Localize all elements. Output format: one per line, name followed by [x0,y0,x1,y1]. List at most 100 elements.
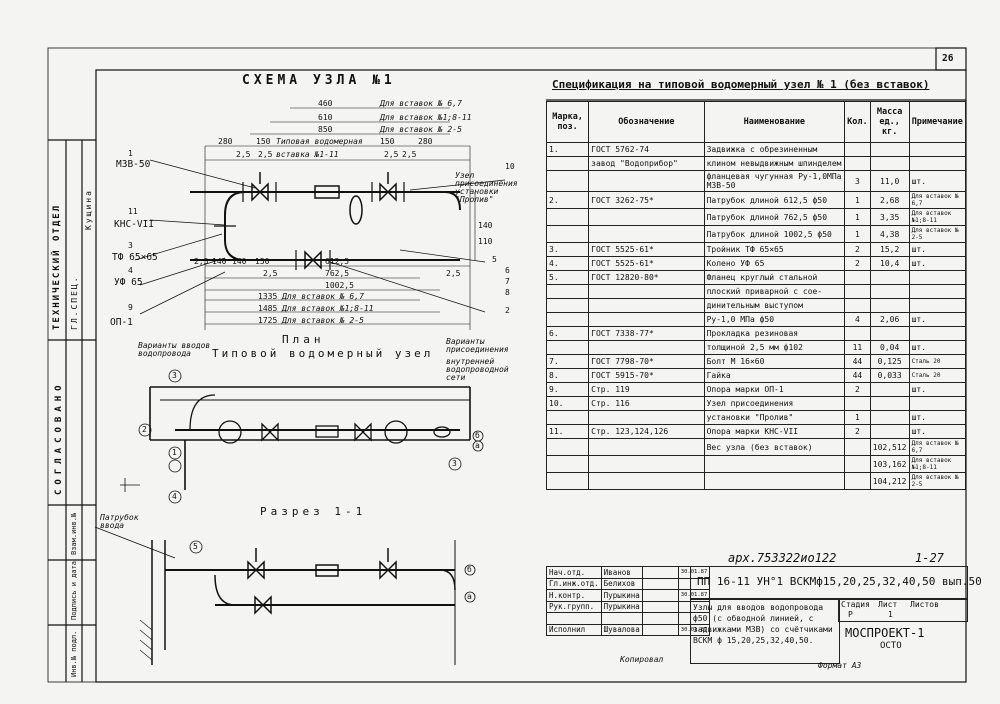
spec-row: динительным выступом [545,298,967,313]
spec-cell [869,142,910,157]
spec-cell [844,270,871,285]
spec-cell [908,284,967,299]
spec-cell [545,438,590,456]
spec-cell [588,312,705,327]
plan-marker-b: б [475,431,480,440]
spec-cell: ГОСТ 5525-61* [588,242,705,257]
spec-cell [545,472,590,490]
stamp-cell [641,600,679,613]
label-proliv: Узел присоединения установки "Пролив" [455,171,518,204]
spec-cell: 5. [545,270,590,285]
spec-cell: 0,04 [869,340,910,355]
spec-header-note: Примечание [908,101,967,143]
bd-1: 2,5 [194,257,209,266]
stamp-cell [641,612,679,625]
spec-cell: 103,162 [869,455,910,473]
right-num-5: 5 [492,255,497,264]
spec-cell: завод "Водоприбор" [588,156,705,171]
dim-top-3: 850 [318,125,333,134]
spec-cell [588,340,705,355]
spec-cell: плоский приварной с сое- [703,284,846,299]
sheet-value: 1 [888,610,893,619]
spec-cell [588,208,705,226]
stamp-cell [677,600,711,613]
bd-5: 612,5 [325,257,350,266]
plan-left-note: Варианты вводов водопровода [138,341,211,358]
scheme-title: СХЕМА УЗЛА №1 [242,73,396,88]
side-inv-orig: Инв.№ подл. [70,630,78,677]
stamp-cell [641,577,679,590]
spec-cell [588,298,705,313]
copied-label: Копировал [620,655,664,664]
spec-cell: 0,033 [869,368,910,383]
spec-cell [545,410,590,425]
label-num-10: 10 [505,162,515,171]
dim-top-1: 460 [318,99,333,108]
spec-cell: 2 [844,424,871,439]
spec-cell [908,298,967,313]
label-uf: УФ 65 [114,277,143,288]
spec-cell: 44 [844,368,871,383]
bd-4: 150 [255,257,270,266]
label-num-4: 4 [128,266,133,275]
spec-cell: 10,4 [869,256,910,271]
spec-cell [588,225,705,243]
spec-cell: 1 [844,191,871,209]
spec-cell [908,156,967,171]
spec-cell: 8. [545,368,590,383]
spec-cell: 0,125 [869,354,910,369]
spec-cell: шт. [908,340,967,355]
insert-label-1: Типовая водомерная [276,137,363,146]
spec-header-mark: Марка, поз. [545,101,590,143]
bd-3: 140 [232,257,247,266]
spec-cell: шт. [908,382,967,397]
spec-header-row: Марка, поз. Обозначение Наименование Кол… [545,101,967,143]
stamp-cell [677,612,711,625]
spec-cell: 2 [844,242,871,257]
spec-cell: Гайка [703,368,846,383]
spec-cell [844,284,871,299]
spec-cell: Для вставок №1;8-11 [908,208,967,226]
spec-cell [908,326,967,341]
small-dim-3: 2,5 [384,150,399,159]
insert-label-2: вставка №1-11 [276,150,339,159]
spec-cell: Сталь 20 [908,354,967,369]
stamp-cell [641,623,679,636]
plan-marker-1: 1 [172,448,177,457]
section-title: Разрез 1-1 [260,505,367,518]
spec-row: плоский приварной с сое- [545,284,967,299]
plan-marker-a: а [475,441,480,450]
stamp-cell [641,566,679,579]
spec-cell [844,156,871,171]
spec-cell: Вес узла (без вставок) [703,438,846,456]
side-gl-spec: ГЛ.СПЕЦ. [70,275,79,330]
spec-cell: 11,0 [869,170,910,192]
plan-marker-4: 4 [172,492,177,501]
outer-border [47,47,967,683]
spec-cell: 102,512 [869,438,910,456]
side-dept: ТЕХНИЧЕСКИЙ ОТДЕЛ [52,203,62,330]
stage-value: Р [848,610,853,619]
dim-7625: 762,5 [325,269,350,278]
org-name-2: ОСТО [880,641,902,651]
spec-cell [844,326,871,341]
spec-cell: ГОСТ 5915-70* [588,368,705,383]
dim-height: 140 [478,221,493,230]
spec-cell: шт. [908,170,967,192]
spec-cell: Стр. 116 [588,396,705,411]
spec-cell [588,455,705,473]
spec-table: Марка, поз. Обозначение Наименование Кол… [545,101,967,490]
spec-cell: 10. [545,396,590,411]
spec-cell: Для вставок № 2-5 [908,472,967,490]
org-name: МОСПРОЕКТ-1 [845,626,925,640]
spec-cell: ГОСТ 7798-70* [588,354,705,369]
spec-cell: 1 [844,410,871,425]
